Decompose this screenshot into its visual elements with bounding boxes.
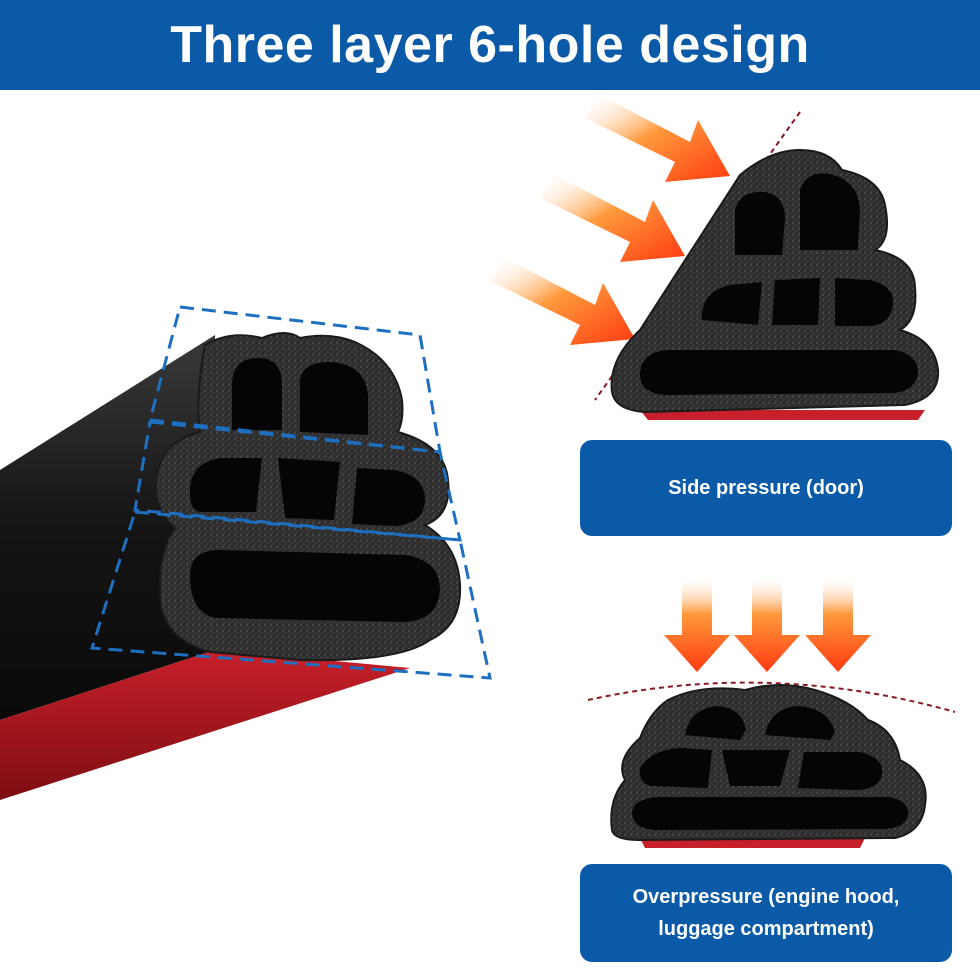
side-pressure-diagram — [490, 95, 940, 420]
side-pressure-arrows — [490, 95, 730, 345]
hole-bottom — [632, 797, 909, 830]
pressure-guide-line — [587, 681, 956, 713]
adhesive-tape — [0, 650, 410, 800]
hole-mid-left — [701, 282, 762, 325]
hole-top-left — [735, 191, 785, 255]
hole-top-right — [800, 173, 860, 250]
side-pressure-caption: Side pressure (door) — [580, 440, 952, 536]
overpressure-diagram — [587, 575, 956, 848]
arrow-icon — [805, 575, 871, 672]
hole-mid-left — [189, 458, 262, 512]
arrow-icon — [540, 175, 685, 262]
side-pressure-label: Side pressure (door) — [668, 477, 864, 499]
hole-mid-center — [278, 458, 340, 520]
arrow-icon — [734, 575, 800, 672]
overpressure-arrows — [664, 575, 871, 672]
hole-mid-center — [772, 278, 820, 325]
hole-bottom — [640, 350, 918, 395]
hole-top-right — [765, 706, 835, 740]
arrow-icon — [585, 95, 730, 182]
seal-strip-main — [0, 305, 492, 800]
hole-mid-right — [352, 468, 425, 526]
hole-bottom — [190, 550, 440, 622]
overpressure-label-line2: luggage compartment) — [658, 918, 874, 940]
hole-top-left — [685, 706, 746, 740]
hole-mid-center — [722, 750, 790, 786]
arrow-icon — [664, 575, 730, 672]
hole-mid-right — [835, 278, 894, 326]
arrow-icon — [490, 258, 635, 345]
hole-mid-right — [798, 752, 883, 790]
adhesive-tape — [640, 410, 925, 420]
hole-top-left — [232, 358, 282, 430]
title-banner: Three layer 6-hole design — [0, 0, 980, 90]
overpressure-label-line1: Overpressure (engine hood, — [632, 886, 900, 908]
page-title: Three layer 6-hole design — [170, 16, 810, 74]
product-illustration — [0, 95, 956, 848]
overpressure-caption: Overpressure (engine hood, luggage compa… — [580, 864, 952, 962]
layer-guides — [89, 305, 492, 680]
hole-top-right — [300, 362, 368, 435]
hole-mid-left — [639, 748, 712, 788]
strip-body — [0, 335, 215, 720]
